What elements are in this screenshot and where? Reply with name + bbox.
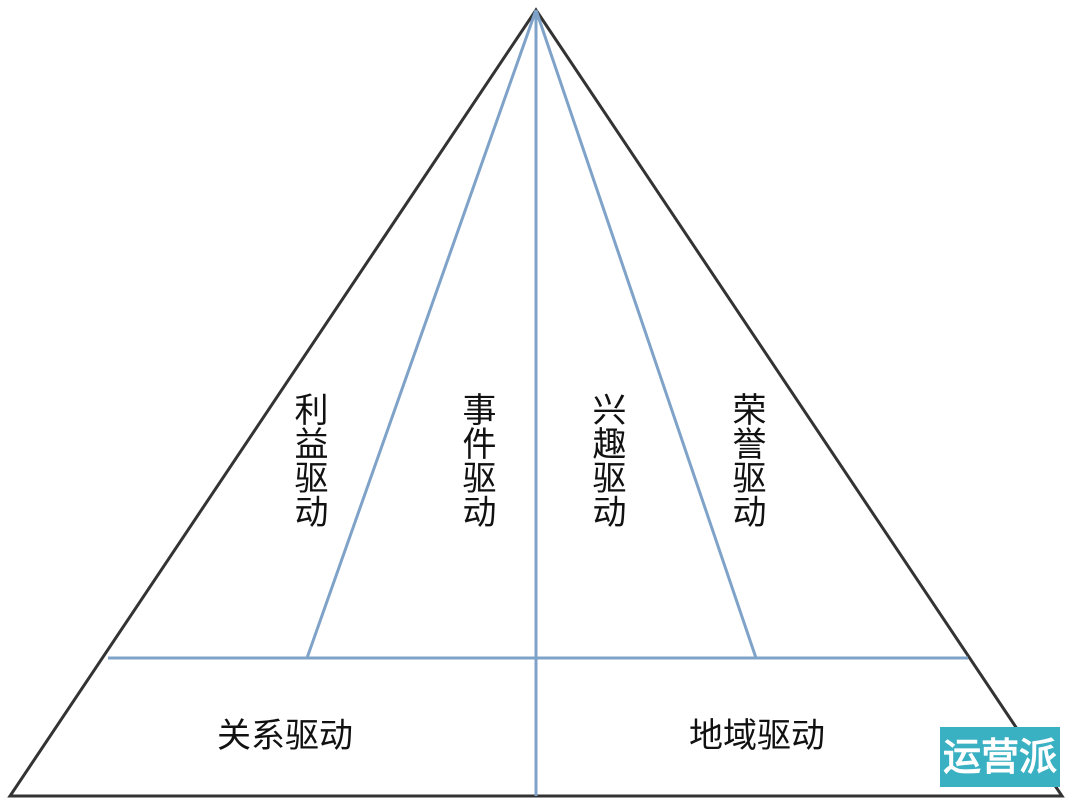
- segment-label-relationship: 关系驱动: [217, 716, 353, 756]
- segment-label-event: 事件驱动: [456, 392, 496, 528]
- segment-label-honor: 荣誉驱动: [726, 392, 766, 528]
- divider-right: [534, 9, 758, 659]
- segment-label-region: 地域驱动: [689, 716, 825, 756]
- divider-left: [305, 9, 538, 659]
- segment-label-benefit: 利益驱动: [288, 392, 328, 528]
- segment-label-interest: 兴趣驱动: [586, 392, 626, 528]
- watermark-logo: 运营派: [940, 727, 1060, 787]
